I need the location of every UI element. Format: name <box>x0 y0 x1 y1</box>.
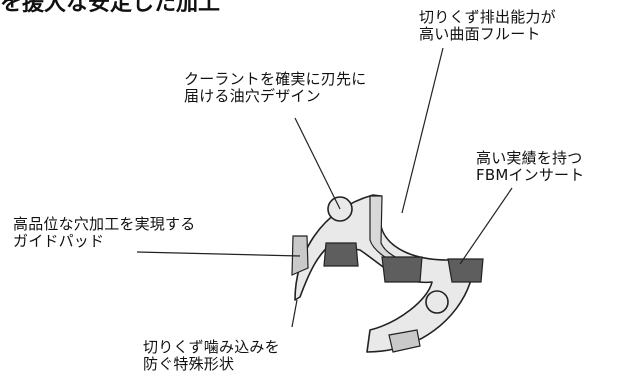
drill-body <box>294 194 471 353</box>
insert-right <box>447 258 484 283</box>
leader-line-flute <box>401 47 444 214</box>
diagram-title: を援大な安定した加工 <box>0 0 221 16</box>
insert-left <box>323 242 359 267</box>
label-flute-line2: 高い曲面フルート <box>419 25 541 43</box>
label-flute: 切りくず排出能力が 高い曲面フルート <box>419 9 556 43</box>
coolant-hole-lower <box>425 290 449 314</box>
label-shape-line2: 防ぐ特殊形状 <box>143 355 235 373</box>
leader-line-insert <box>459 187 513 265</box>
label-insert: 高い実績を持つ FBMインサート <box>476 150 584 184</box>
label-flute-line1: 切りくず排出能力が <box>419 8 556 26</box>
label-coolant: クーラントを確実に刃先に 届ける油穴デザイン <box>184 71 366 105</box>
guide-pad-bottom <box>388 329 421 353</box>
leader-line-coolant <box>294 117 341 210</box>
label-insert-line1: 高い実績を持つ <box>476 149 583 167</box>
leader-line-guide-pad <box>136 251 301 257</box>
leader-line-shape <box>291 299 298 328</box>
label-guide-pad-line2: ガイドパッド <box>13 232 105 250</box>
label-guide-pad: 高品位な穴加工を実現する ガイドパッド <box>13 216 195 250</box>
label-shape: 切りくず噛み込みを 防ぐ特殊形状 <box>143 339 280 373</box>
label-coolant-line1: クーラントを確実に刃先に <box>184 70 367 88</box>
insert-center <box>381 256 423 283</box>
label-insert-line2: FBMインサート <box>476 166 585 184</box>
label-shape-line1: 切りくず噛み込みを <box>143 338 280 356</box>
label-guide-pad-line1: 高品位な穴加工を実現する <box>13 215 196 233</box>
label-coolant-line2: 届ける油穴デザイン <box>184 87 321 105</box>
